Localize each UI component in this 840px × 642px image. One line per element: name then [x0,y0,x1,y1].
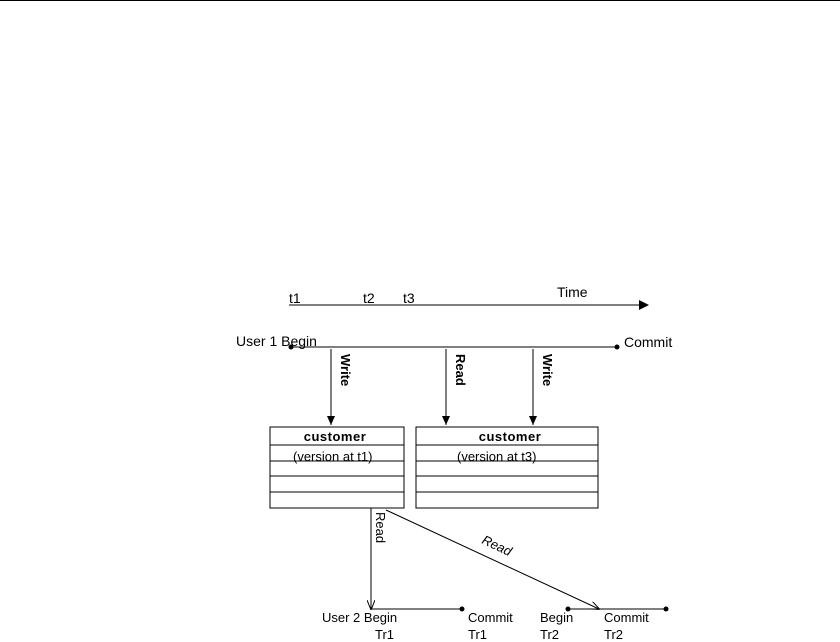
user2-begin-sub: Tr1 [375,627,394,642]
write-arrowhead-1 [327,416,335,425]
tr2-commit-dot [663,606,669,612]
user2-begin-label: User 2 Begin [322,610,397,625]
tr2-begin-sub: Tr2 [540,627,559,642]
user1-transaction: User 1 Begin Commit Write Read Write [236,333,672,425]
write-arrowhead-2 [529,416,537,425]
t3-label: t3 [403,290,415,306]
user1-begin-dot [288,344,294,350]
time-arrowhead [639,300,649,310]
table-2-frame [415,426,599,509]
read-arrow-tr2 [385,509,599,609]
top-border-line [0,0,840,1]
user1-begin-label: User 1 Begin [236,333,317,349]
read-label: Read [453,354,468,386]
table-1-version: (version at t1) [293,449,372,464]
t1-label: t1 [289,290,301,306]
tr2-begin-label: Begin [540,610,573,625]
tr2-commit-sub: Tr2 [604,627,623,642]
tr1-commit-label: Commit [468,610,513,625]
table-1-frame [269,426,405,509]
t2-label: t2 [363,290,375,306]
customer-table-t3: customer (version at t3) [415,426,599,509]
tr1-commit-sub: Tr1 [468,627,487,642]
tr2-begin-dot [565,606,571,612]
tr1-commit-dot [459,606,465,612]
table-2-title: customer [479,429,542,444]
table-2-version: (version at t3) [457,449,536,464]
time-label: Time [557,284,588,300]
read-label-tr1: Read [373,512,388,543]
table-1-title: customer [304,429,367,444]
write-label-2: Write [540,354,555,386]
user2-transactions: User 2 Begin Tr1 Commit Tr1 Begin Tr2 Co… [322,606,669,642]
tr2-commit-label: Commit [604,610,649,625]
time-axis: t1 t2 t3 Time [289,284,649,310]
read-arrowhead [442,416,450,425]
user1-commit-dot [614,344,620,350]
user2-reads: Read Read [371,508,599,609]
write-label-1: Write [338,354,353,386]
read-label-tr2: Read [480,532,515,559]
user1-commit-label: Commit [624,334,672,350]
customer-table-t1: customer (version at t1) [269,426,405,509]
